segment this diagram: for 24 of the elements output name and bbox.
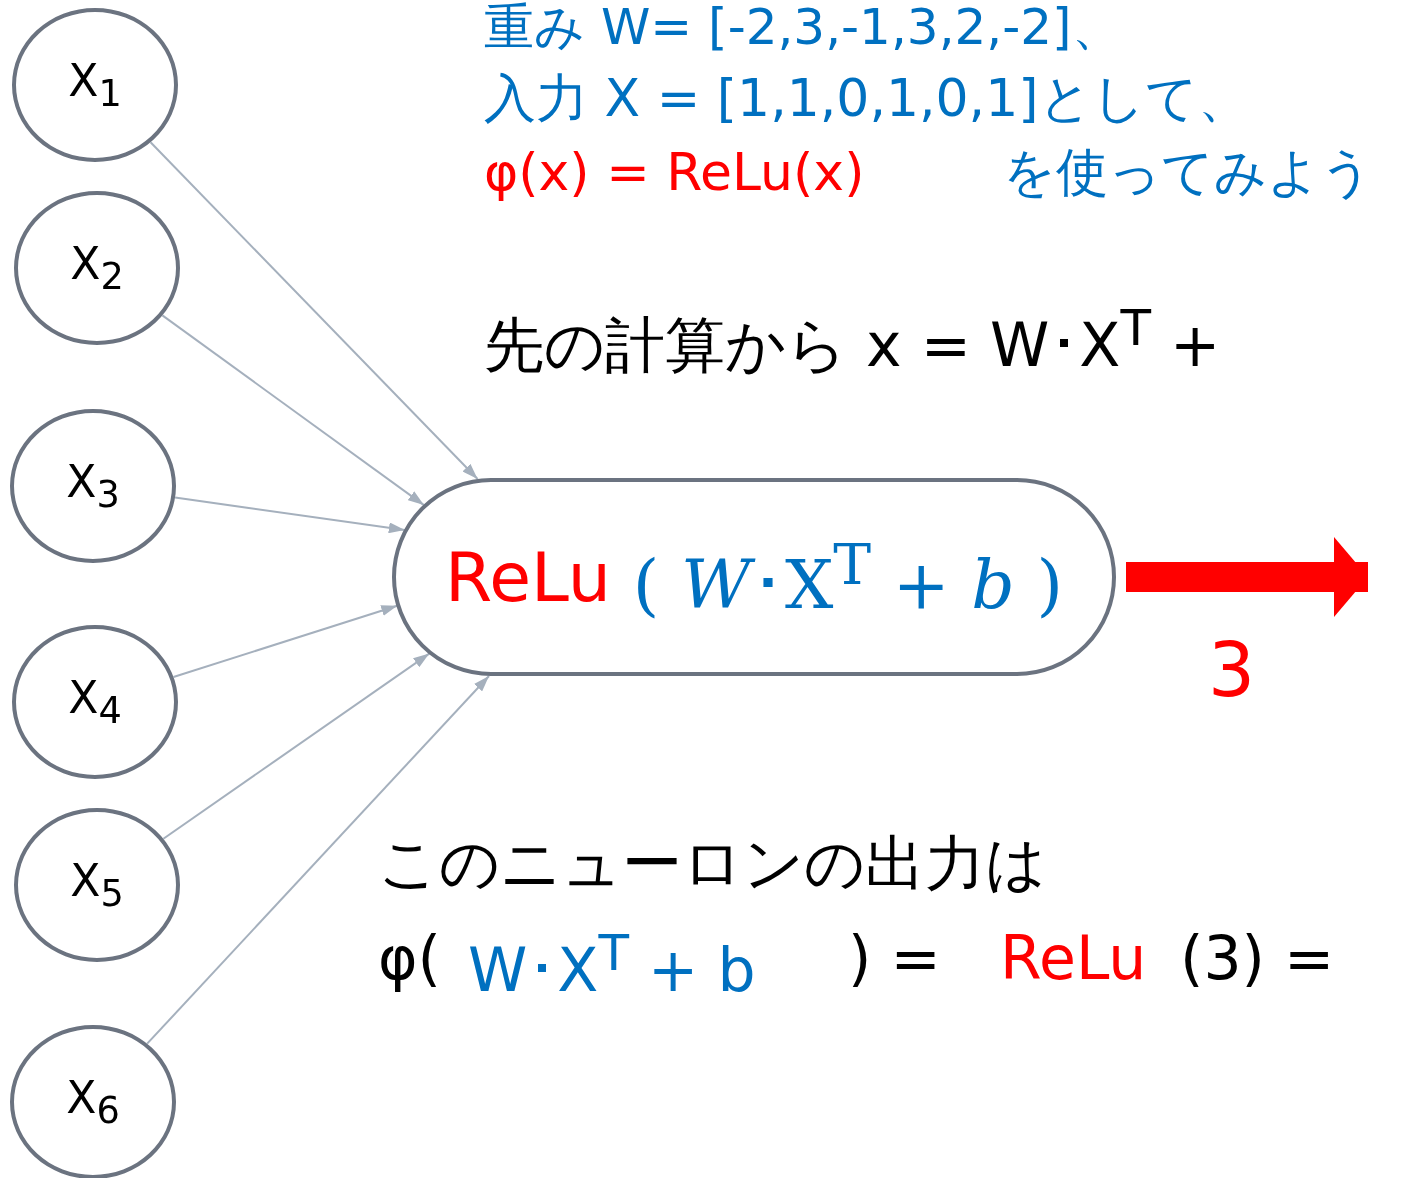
- formula: ( W･X$^{T}$ + b ): [632, 530, 1063, 624]
- sentence: 入力 X = [1,1,0,1,0,1]として、: [484, 72, 1250, 124]
- function-name: ReLu: [445, 537, 611, 617]
- arrow: [174, 496, 406, 534]
- arrow: [172, 604, 399, 678]
- output-arrow: [1126, 537, 1368, 617]
- arrow: [162, 652, 431, 840]
- arrow: [149, 141, 479, 481]
- sentence: 先の計算から x = W･X$^{T}$ +: [484, 303, 1221, 375]
- variable-label: X$_{3}$: [66, 456, 120, 516]
- formula: (3) =: [1180, 928, 1335, 988]
- formula: ) =: [848, 928, 941, 988]
- arrow: [146, 674, 490, 1045]
- sentence: を使ってみよう: [1003, 146, 1373, 198]
- variable-label: X$_{6}$: [66, 1072, 120, 1132]
- function-name: ReLu: [1000, 928, 1147, 988]
- variable-label: X$_{5}$: [70, 855, 124, 915]
- sentence: 重み W= [-2,3,-1,3,2,-2]、: [484, 2, 1122, 52]
- arrow: [161, 314, 425, 507]
- variable-label: X$_{2}$: [70, 238, 124, 298]
- variable-label: X$_{4}$: [68, 672, 122, 732]
- sentence: このニューロンの出力は: [378, 833, 1046, 893]
- formula: W･X$^{T}$ + b: [468, 928, 756, 1000]
- variable-label: X$_{1}$: [68, 55, 122, 115]
